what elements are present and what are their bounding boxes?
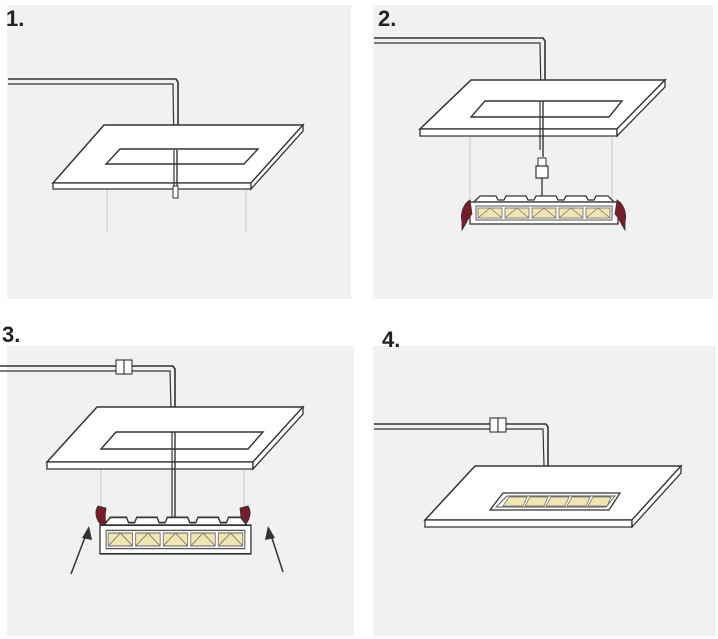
power-cable — [8, 78, 179, 150]
power-cable — [374, 37, 546, 95]
step-4-diagram — [374, 417, 683, 529]
ceiling-cutout — [469, 100, 624, 118]
led-module — [469, 195, 619, 225]
ceiling-cutout — [99, 431, 265, 450]
spring-clip-right — [614, 199, 626, 232]
push-arrow-right — [265, 526, 284, 573]
step-2-label: 2. — [378, 6, 397, 31]
step-1-diagram — [8, 78, 305, 232]
step-4-label: 4. — [382, 327, 401, 352]
spring-clip-left — [461, 199, 473, 232]
step-2-diagram — [374, 37, 667, 232]
step-3-label: 3. — [2, 322, 21, 347]
led-module — [99, 516, 252, 555]
spring-clip-left — [95, 505, 107, 527]
wire-connector — [489, 417, 507, 433]
installed-led-module — [488, 492, 622, 511]
step-3-diagram — [0, 359, 305, 575]
push-arrow-left — [70, 526, 92, 575]
step-1-label: 1. — [6, 6, 25, 31]
wire-connector — [115, 359, 133, 375]
wire-connector — [535, 157, 549, 196]
step-3-panel — [7, 346, 354, 636]
ceiling-cutout — [104, 148, 260, 165]
